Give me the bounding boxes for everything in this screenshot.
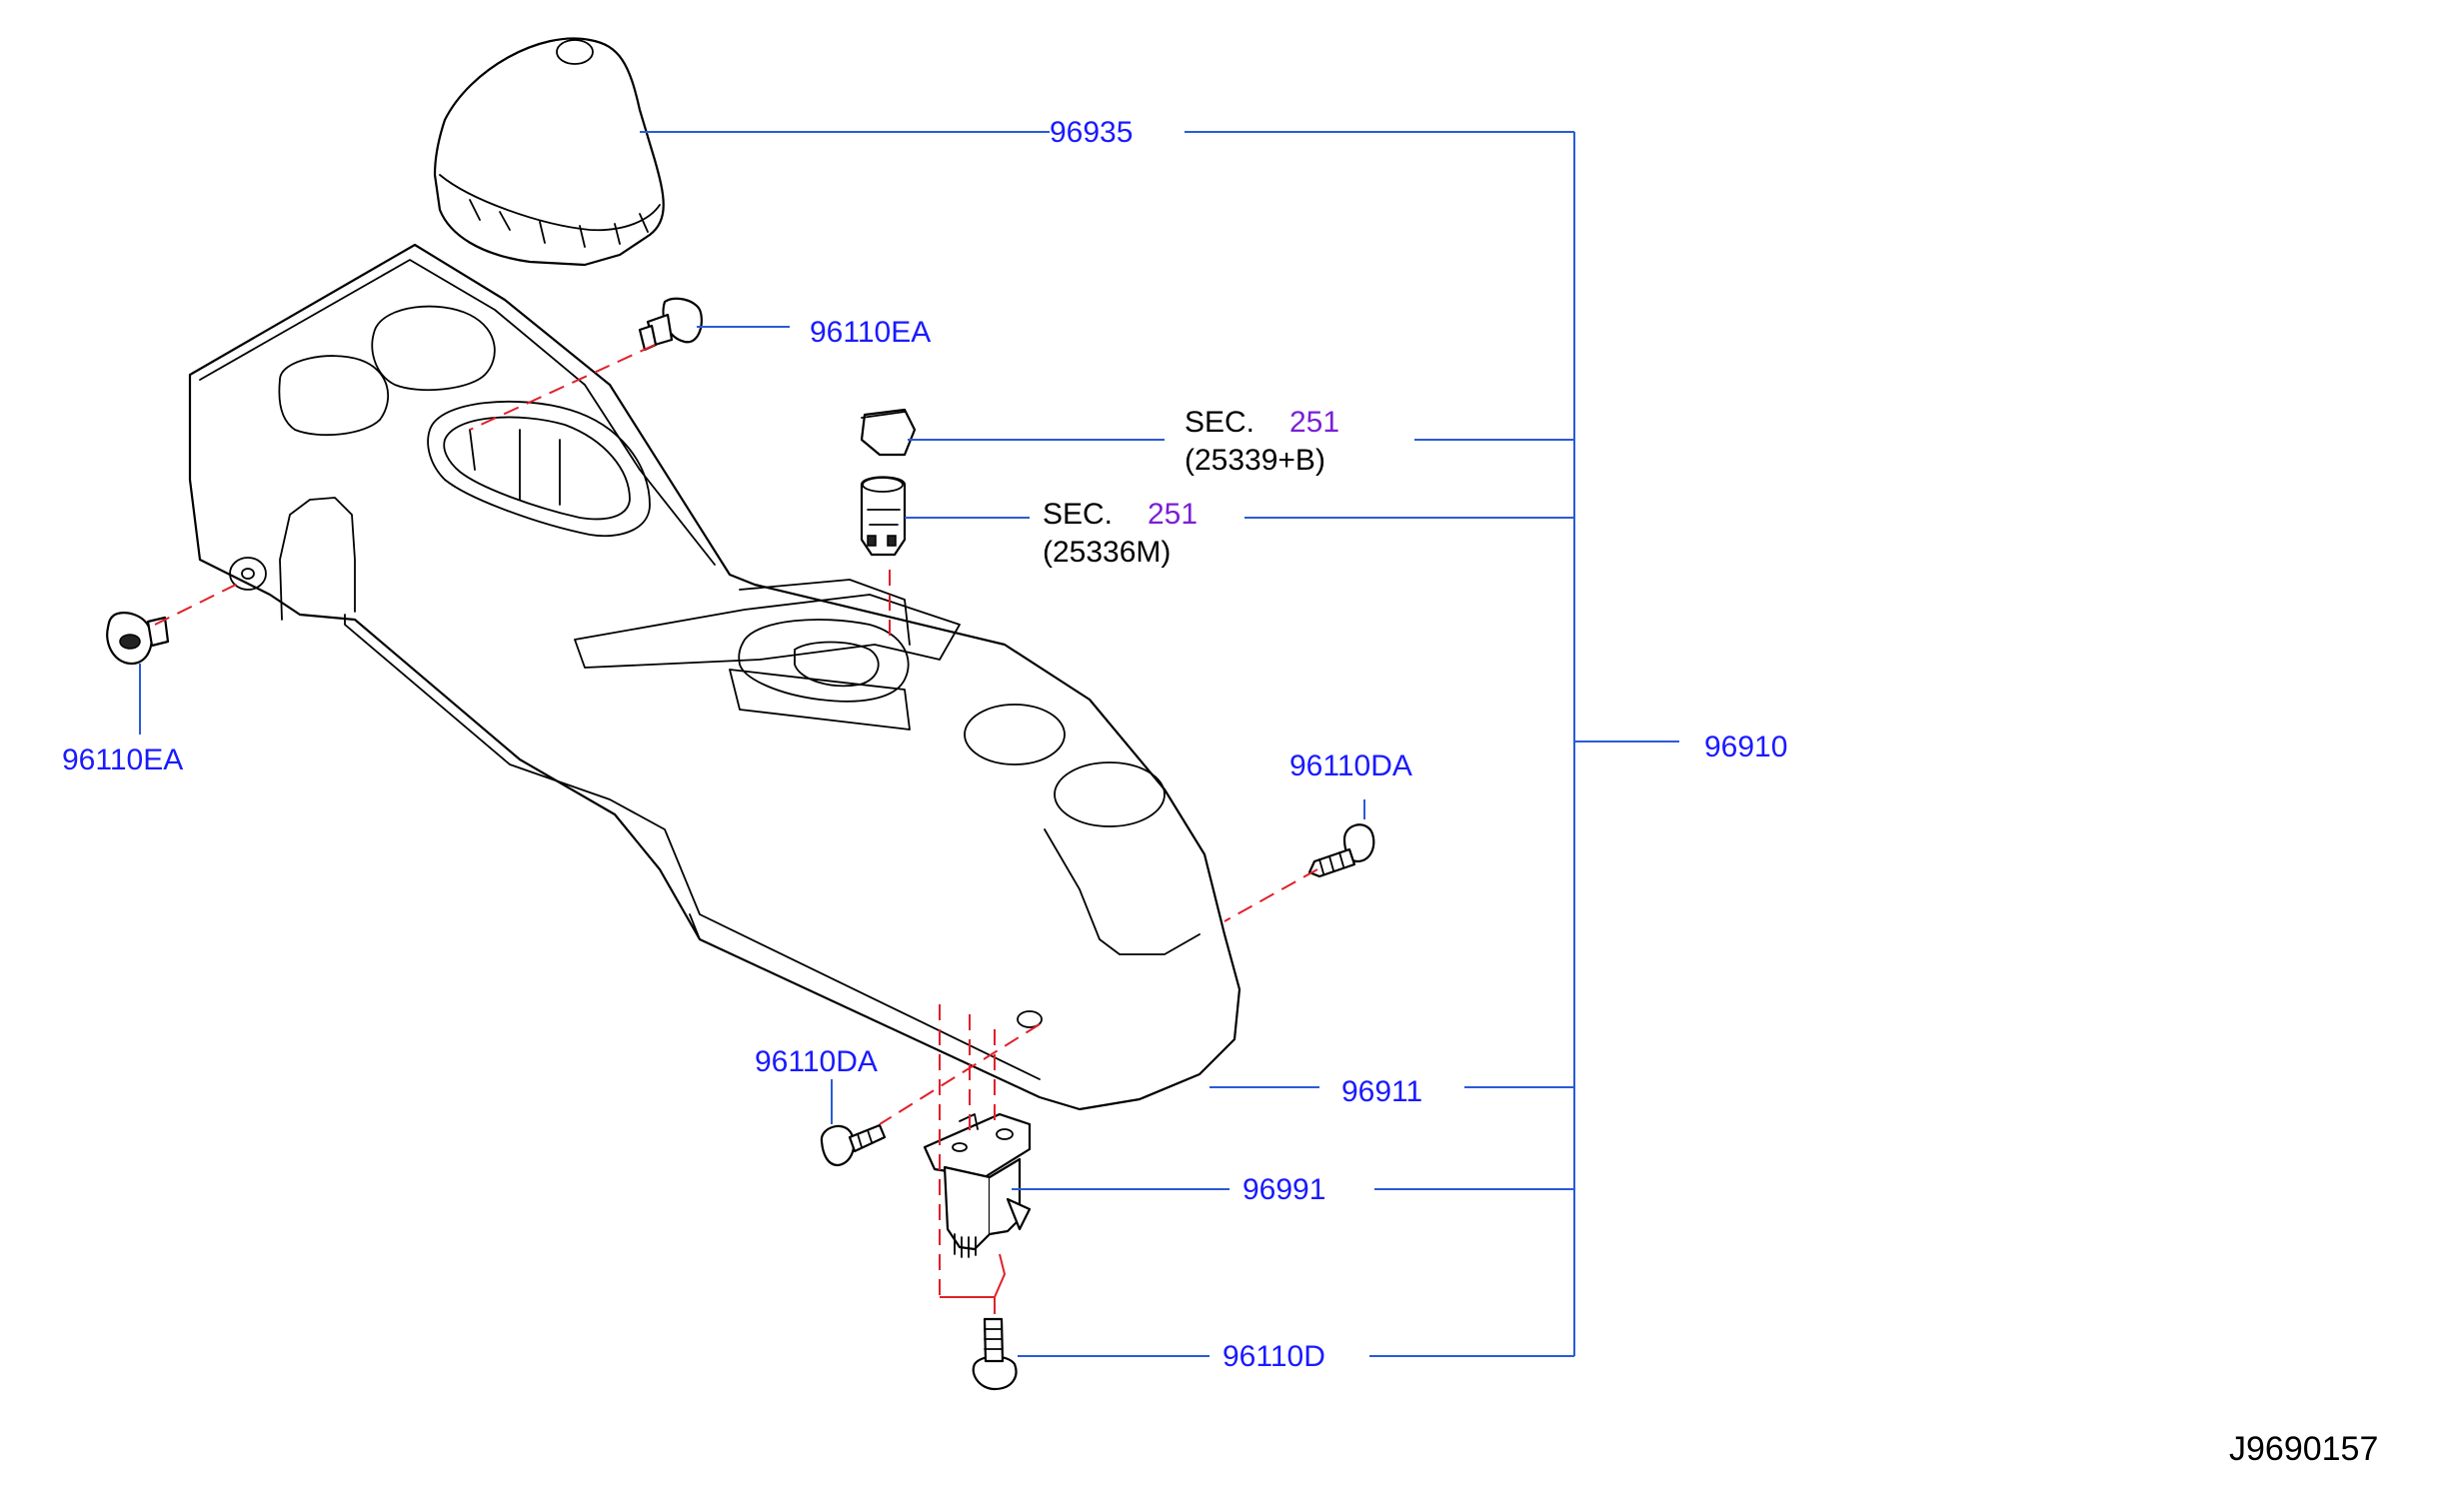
console-bracket-icon bbox=[923, 1112, 1032, 1258]
part-number-96110da-left[interactable]: 96110DA bbox=[755, 1045, 878, 1078]
screw-icon bbox=[820, 1123, 887, 1167]
bolt-icon bbox=[972, 1317, 1018, 1391]
section-ref-25336m: (25336M) bbox=[1043, 536, 1172, 569]
part-number-96110ea-left[interactable]: 96110EA bbox=[62, 744, 184, 776]
shift-boot-cover-icon bbox=[433, 37, 665, 267]
section-number-251-cap[interactable]: 251 bbox=[1289, 406, 1340, 439]
diagram-id: J9690157 bbox=[2229, 1430, 2379, 1468]
part-number-96911[interactable]: 96911 bbox=[1341, 1075, 1423, 1108]
assembly-lines bbox=[154, 344, 1318, 1314]
power-socket-icon bbox=[860, 476, 907, 557]
clip-fastener-icon bbox=[638, 297, 703, 352]
socket-cap-icon bbox=[860, 408, 917, 457]
part-number-96910[interactable]: 96910 bbox=[1704, 731, 1788, 763]
section-number-251-socket[interactable]: 251 bbox=[1148, 498, 1199, 531]
section-ref-25339b: (25339+B) bbox=[1185, 444, 1325, 477]
part-number-96110ea-top[interactable]: 96110EA bbox=[810, 316, 932, 349]
part-number-96110da-right[interactable]: 96110DA bbox=[1289, 749, 1412, 782]
leader-lines bbox=[139, 131, 1679, 1357]
section-prefix-2: SEC. bbox=[1043, 498, 1114, 531]
section-prefix-1: SEC. bbox=[1185, 406, 1255, 439]
part-number-96935[interactable]: 96935 bbox=[1050, 116, 1134, 149]
part-number-96991[interactable]: 96991 bbox=[1242, 1173, 1326, 1206]
part-number-96110d[interactable]: 96110D bbox=[1223, 1340, 1325, 1373]
clip-fastener-icon bbox=[106, 612, 170, 666]
center-console-body bbox=[188, 243, 1241, 1111]
screw-icon bbox=[1307, 823, 1375, 878]
